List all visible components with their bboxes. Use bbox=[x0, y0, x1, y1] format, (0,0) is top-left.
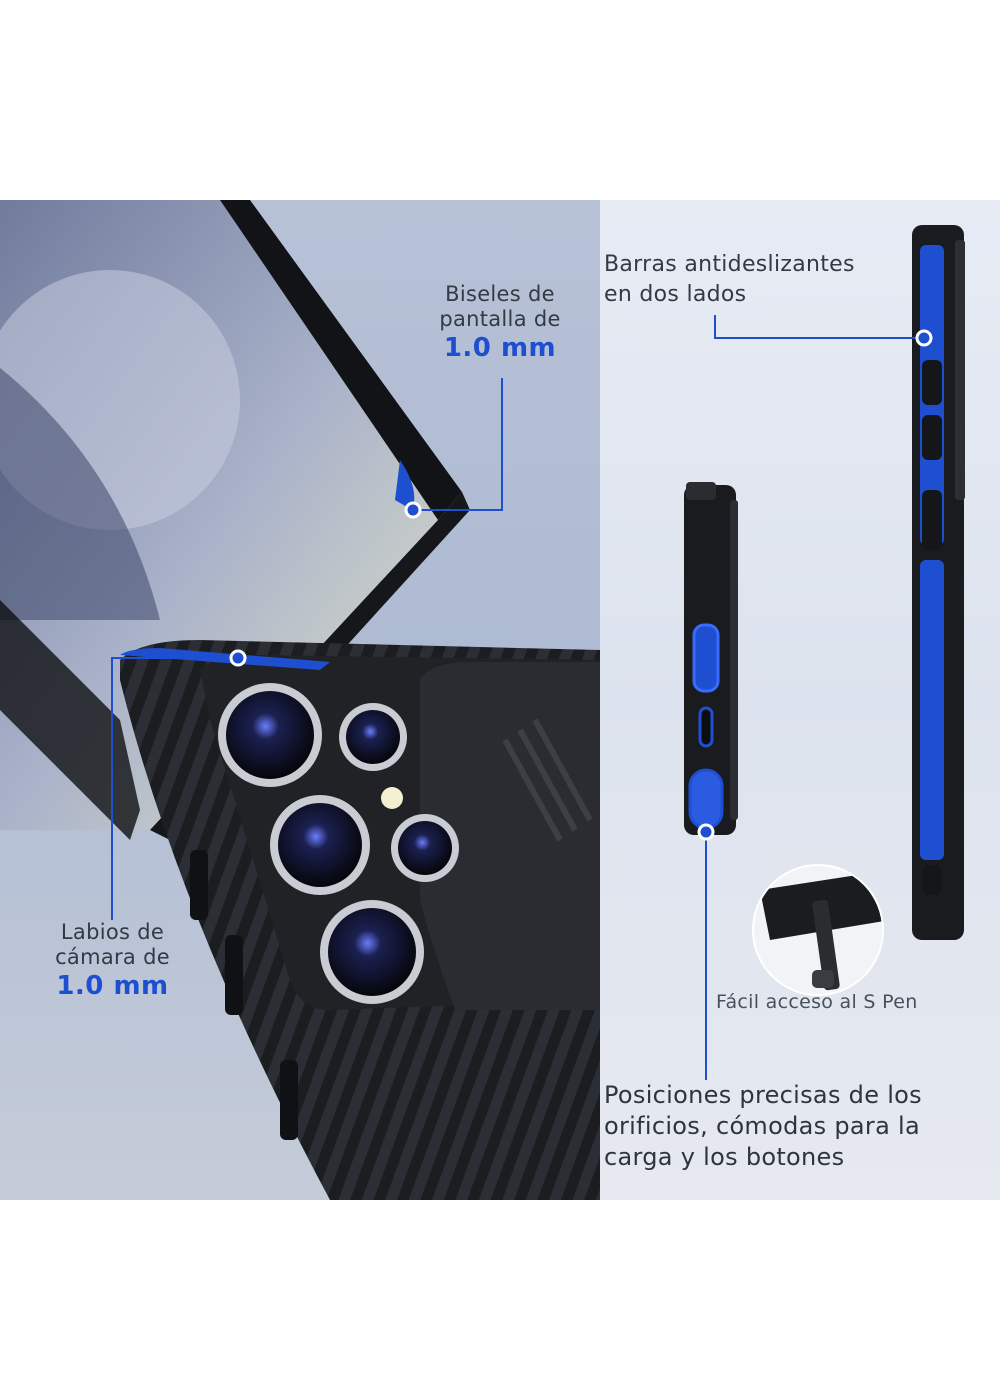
bezel-callout: Biseles de pantalla de 1.0 mm bbox=[405, 282, 595, 364]
bezel-line-2: pantalla de bbox=[439, 307, 561, 331]
phone-case-illustration bbox=[0, 200, 965, 1200]
callout-dots bbox=[229, 329, 933, 841]
holes-line-3: carga y los botones bbox=[604, 1143, 845, 1171]
spen-inset bbox=[752, 864, 884, 996]
camera-lenses bbox=[218, 683, 459, 1004]
antislip-line-2: en dos lados bbox=[604, 282, 747, 307]
camera-lip-line-2: cámara de bbox=[55, 945, 170, 969]
front-phone bbox=[0, 200, 470, 840]
holes-callout: Posiciones precisas de los orificios, có… bbox=[604, 1080, 984, 1173]
camera-lip-callout: Labios de cámara de 1.0 mm bbox=[25, 920, 200, 1002]
camera-lip-line-1: Labios de bbox=[60, 920, 165, 944]
bezel-value: 1.0 mm bbox=[443, 333, 557, 363]
antislip-line-1: Barras antideslizantes bbox=[604, 252, 855, 277]
side-phone-short bbox=[684, 482, 738, 835]
spen-callout: Fácil acceso al S Pen bbox=[716, 991, 918, 1013]
holes-line-2: orificios, cómodas para la bbox=[604, 1112, 920, 1140]
product-image: Biseles de pantalla de 1.0 mm Labios de … bbox=[0, 200, 1000, 1200]
camera-lip-value: 1.0 mm bbox=[56, 971, 169, 1001]
antislip-callout: Barras antideslizantes en dos lados bbox=[604, 250, 894, 310]
bezel-line-1: Biseles de bbox=[445, 282, 555, 306]
callout-lines bbox=[111, 315, 924, 1080]
side-phone-tall bbox=[912, 225, 965, 940]
back-phone bbox=[120, 640, 600, 1200]
holes-line-1: Posiciones precisas de los bbox=[604, 1081, 922, 1109]
